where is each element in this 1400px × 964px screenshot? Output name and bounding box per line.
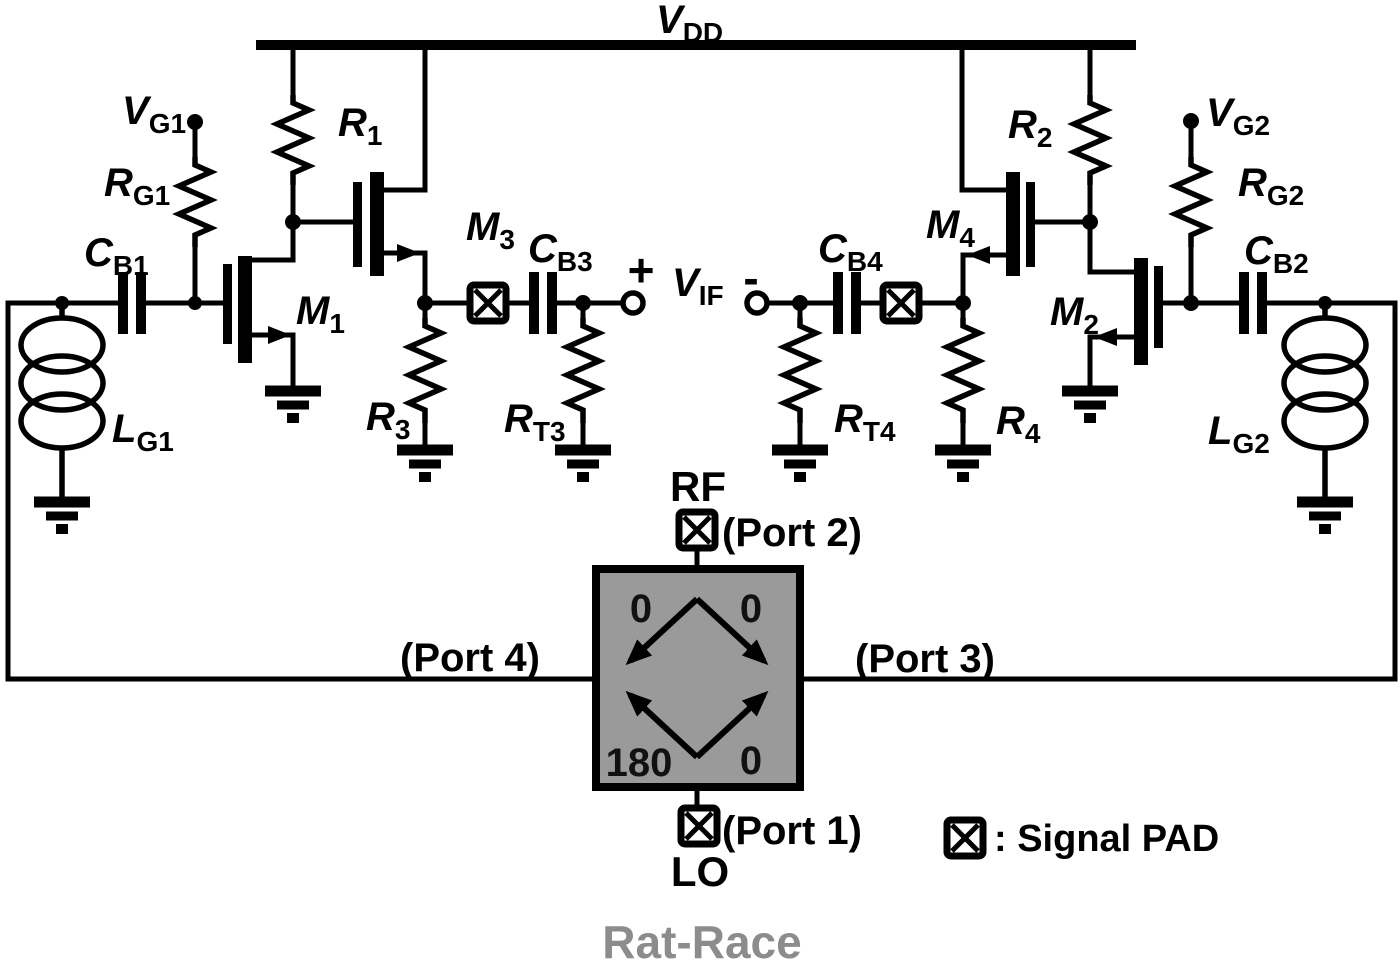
cb1-label: CB1 [84, 231, 149, 281]
coupler-arrow-bottom-right [694, 690, 769, 760]
ground-icon [1062, 391, 1118, 418]
signal-pad-icon [883, 285, 919, 321]
port4-label: (Port 4) [400, 636, 540, 680]
capacitor-cb2 [1239, 272, 1267, 334]
mosfet-m3 [353, 42, 428, 306]
lg2-label: LG2 [1208, 409, 1270, 459]
vif-minus-sign: - [743, 252, 758, 304]
phase-bottom-right-label: 0 [740, 739, 762, 783]
phase-bottom-left-label: 180 [606, 741, 673, 785]
m4-label: M4 [926, 203, 975, 253]
signal-pad-legend: : Signal PAD [947, 818, 1219, 860]
r4-label: R4 [996, 399, 1041, 449]
r1-label: R1 [338, 101, 382, 151]
vif-minus-terminal [744, 290, 770, 316]
ground-icon [34, 502, 90, 529]
resistor-rg2 [1175, 157, 1207, 247]
phase-top-left-label: 0 [630, 587, 652, 631]
m3-source-arrow-icon [397, 244, 420, 262]
vdd-label: VDD [656, 0, 723, 48]
rg1-label: RG1 [104, 161, 170, 211]
rat-race-coupler: 0 0 180 0 [592, 565, 804, 791]
inductor-lg2 [1281, 303, 1369, 499]
ground-icon [1297, 502, 1353, 529]
rat-race-box [592, 565, 804, 791]
resistor-r2 [1074, 95, 1106, 185]
capacitor-cb3 [529, 272, 557, 334]
junction-dots [55, 113, 1332, 311]
vif-plus-terminal [620, 290, 646, 316]
lg1-label: LG1 [112, 407, 174, 457]
port2-label: (Port 2) [722, 511, 862, 555]
resistor-r3 [409, 318, 441, 423]
ground-icon [772, 450, 828, 477]
r3-label: R3 [366, 395, 410, 445]
rg2-label: RG2 [1238, 161, 1304, 211]
resistor-rt4 [784, 318, 816, 423]
coupler-arrow-top-right [694, 596, 769, 666]
m1-label: M1 [296, 289, 345, 339]
vg1-label: VG1 [122, 89, 186, 139]
m3-label: M3 [466, 205, 515, 255]
signal-pad-icon [679, 512, 715, 548]
vif-label: VIF [672, 261, 724, 311]
cb2-label: CB2 [1244, 229, 1309, 279]
signal-pad-icon [947, 820, 983, 856]
coupler-arrow-top-left [625, 596, 700, 666]
cb4-label: CB4 [818, 227, 883, 277]
lo-label: LO [671, 848, 729, 895]
mosfet-m1 [223, 219, 296, 392]
resistor-r1 [277, 95, 309, 185]
coupler-arrow-bottom-left [625, 690, 700, 760]
rat-race-label: Rat-Race [602, 916, 801, 964]
mosfet-m2 [1087, 219, 1163, 392]
signal-pad-icon [681, 808, 717, 844]
port1-label: (Port 1) [722, 809, 862, 853]
port3-label: (Port 3) [855, 637, 995, 681]
m1-source-arrow-icon [268, 326, 291, 344]
resistor-rg1 [179, 157, 211, 247]
rf-label: RF [670, 463, 726, 510]
capacitor-cb4 [833, 272, 861, 334]
rt4-label: RT4 [834, 397, 896, 447]
ground-icon [555, 450, 611, 477]
phase-top-right-label: 0 [740, 587, 762, 631]
legend-text: : Signal PAD [994, 818, 1219, 860]
ground-icon [265, 391, 321, 418]
ground-icon [397, 450, 453, 477]
mosfet-m4 [959, 42, 1035, 306]
vif-plus-sign: + [628, 244, 655, 296]
cb3-label: CB3 [528, 227, 593, 277]
r2-label: R2 [1008, 103, 1052, 153]
resistor-rt3 [567, 318, 599, 423]
ground-icon [935, 450, 991, 477]
inductor-lg1 [18, 303, 106, 499]
vdd-rail: VDD [256, 0, 1136, 50]
resistor-r4 [947, 318, 979, 423]
m4-source-arrow-icon [967, 246, 990, 264]
m2-source-arrow-icon [1094, 328, 1117, 346]
signal-pad-icon [470, 285, 506, 321]
m2-label: M2 [1050, 290, 1099, 340]
vg2-label: VG2 [1206, 91, 1270, 141]
capacitor-cb1 [118, 272, 146, 334]
rt3-label: RT3 [504, 397, 566, 447]
